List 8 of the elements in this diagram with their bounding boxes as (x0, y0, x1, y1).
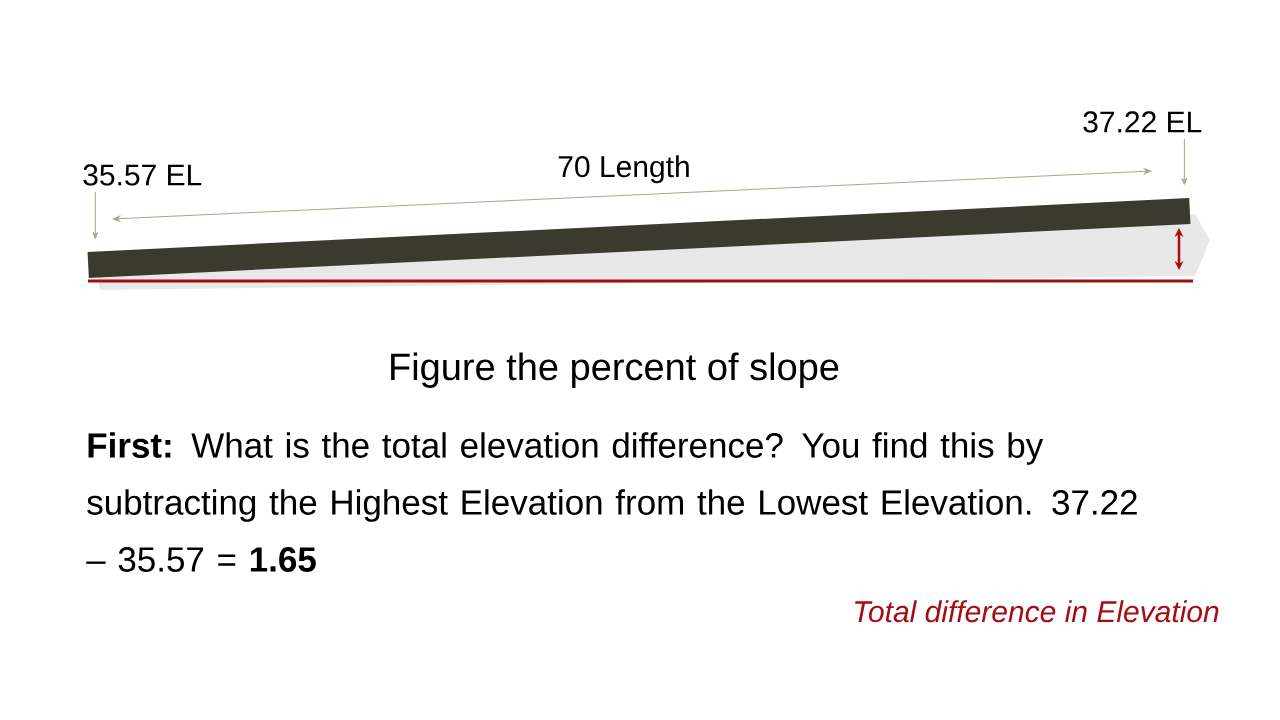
paragraph: First: What is the total elevation difference? You find this by subtracting the Highest Elevation from the Lowest Elevation. 37.22 – 35.57 = 1.65 (86, 432, 1137, 572)
leader-line (92, 191, 99, 239)
leader-line (1181, 138, 1188, 185)
note: Total difference in Elevation (855, 600, 1219, 623)
heading: Figure the percent of slope (391, 352, 839, 388)
elevation-label: 37.22 EL (1083, 111, 1202, 133)
ramp-bar (87, 198, 1191, 278)
elevation-label: 35.57 EL (83, 164, 202, 186)
